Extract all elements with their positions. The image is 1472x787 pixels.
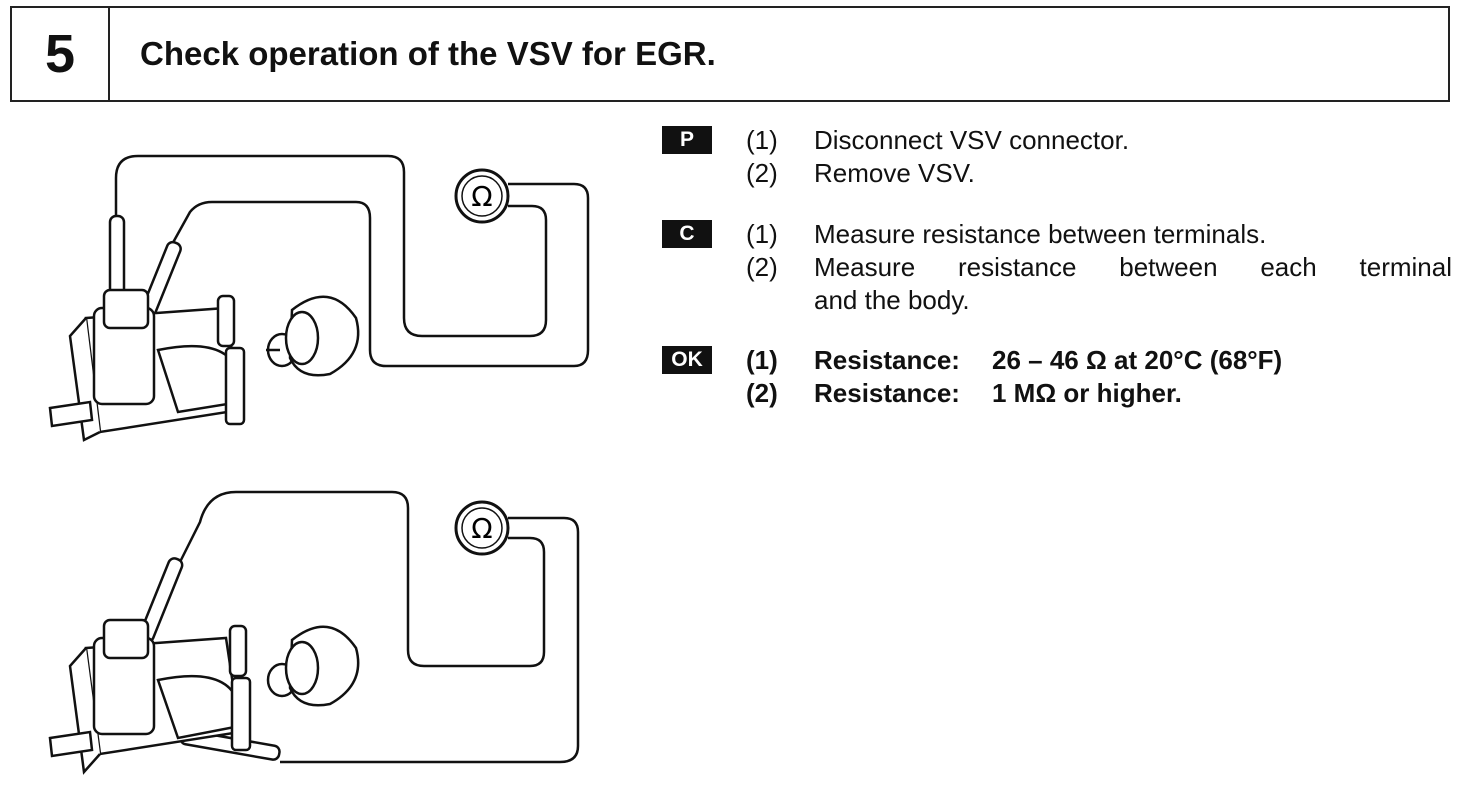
ok-badge: OK — [662, 346, 712, 374]
lower-test-lead — [280, 516, 580, 764]
ohmmeter: Ω — [454, 168, 510, 224]
prepare-section: P (1) Disconnect VSV connector. (2) Remo… — [662, 124, 1452, 190]
step-header: 5 Check operation of the VSV for EGR. — [10, 6, 1450, 102]
step-number: 5 — [12, 8, 110, 100]
step-title: Check operation of the VSV for EGR. — [140, 35, 716, 72]
ohmmeter: Ω — [454, 500, 510, 556]
step-text: Measure resistance between each terminal — [814, 252, 1452, 282]
step-text: Measure resistance between terminals. — [814, 219, 1267, 249]
outer-test-lead — [114, 154, 548, 338]
spec-value: 1 MΩ or higher. — [992, 378, 1182, 408]
list-item-continuation: and the body. — [662, 284, 1452, 317]
vsv-body-diagram: Ω — [48, 490, 580, 775]
list-item: (1) Disconnect VSV connector. — [662, 124, 1452, 157]
step-index: (2) — [746, 158, 778, 188]
list-item: (1) Resistance: 26 – 46 Ω at 20°C (68°F) — [662, 344, 1452, 377]
spec-row: Resistance: 26 – 46 Ω at 20°C (68°F) — [814, 344, 1452, 377]
step-text: and the body. — [814, 285, 970, 315]
spec-label: Resistance: — [814, 378, 960, 408]
step-text: Remove VSV. — [814, 158, 975, 188]
step-index: (1) — [746, 219, 778, 249]
upper-test-lead — [178, 490, 546, 668]
list-item: (1) Measure resistance between terminals… — [662, 218, 1452, 251]
spec-label: Resistance: — [814, 345, 960, 375]
step-index: (1) — [746, 125, 778, 155]
step-text: Disconnect VSV connector. — [814, 125, 1130, 155]
ohm-symbol: Ω — [471, 512, 492, 545]
spec-row: Resistance: 1 MΩ or higher. — [814, 377, 1452, 410]
inner-test-lead — [168, 182, 590, 368]
step-index: (2) — [746, 378, 778, 408]
check-badge: C — [662, 220, 712, 248]
vsv-body — [48, 618, 360, 775]
test-probes — [108, 214, 182, 320]
list-item: (2) Measure resistance between each term… — [662, 251, 1452, 284]
vsv-terminals-diagram: Ω — [48, 154, 590, 442]
step-index: (2) — [746, 252, 778, 282]
vsv-body — [48, 288, 360, 442]
step-index: (1) — [746, 345, 778, 375]
ohm-symbol: Ω — [471, 180, 492, 213]
vsv-terminal-resistance-illustration: Ω — [30, 140, 610, 460]
vsv-body-resistance-illustration: Ω — [30, 476, 610, 782]
prepare-badge: P — [662, 126, 712, 154]
check-section: C (1) Measure resistance between termina… — [662, 218, 1452, 317]
spec-value: 26 – 46 Ω at 20°C (68°F) — [992, 345, 1283, 375]
list-item: (2) Remove VSV. — [662, 157, 1452, 190]
list-item: (2) Resistance: 1 MΩ or higher. — [662, 377, 1452, 410]
ok-spec-section: OK (1) Resistance: 26 – 46 Ω at 20°C (68… — [662, 344, 1452, 410]
